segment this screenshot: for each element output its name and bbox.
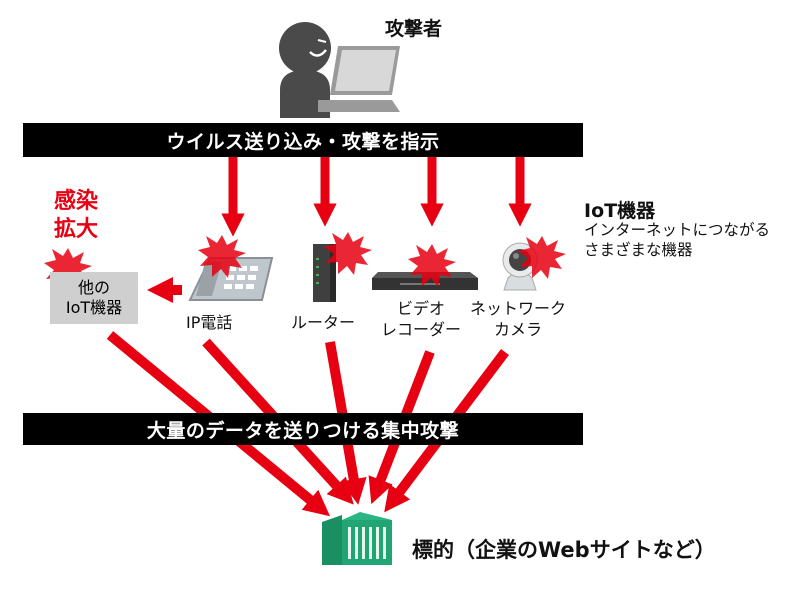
iot-note-title: IoT機器	[584, 200, 656, 222]
infection-spread-label: 感染 拡大	[54, 188, 98, 244]
device-label-video-recorder: ビデオ レコーダー	[381, 298, 461, 340]
attacker-label: 攻撃者	[385, 18, 443, 40]
command-bar: ウイルス送り込み・攻撃を指示	[23, 123, 583, 157]
burst-icon	[518, 236, 566, 279]
building-icon	[322, 512, 392, 565]
command-bar-text: ウイルス送り込み・攻撃を指示	[166, 130, 440, 153]
label-line: IP電話	[186, 313, 233, 332]
ddos-bar-text: 大量のデータを送りつける集中攻撃	[146, 419, 460, 442]
burst-icon	[44, 248, 92, 291]
iot-note-line-2: さまざまな機器	[584, 241, 693, 259]
label-line: ルーター	[291, 313, 356, 332]
burst-icon	[198, 235, 246, 278]
burst-icon	[408, 244, 456, 287]
label-line: ネットワーク	[470, 299, 567, 318]
command-arrows	[221, 157, 532, 237]
burst-icon	[324, 232, 372, 275]
spread-line-2: 拡大	[54, 217, 99, 242]
label-line: カメラ	[494, 320, 543, 339]
device-label-router: ルーター	[291, 312, 355, 333]
router-icon	[313, 244, 336, 302]
spread-line-1: 感染	[54, 189, 99, 214]
infection-bursts	[44, 232, 566, 291]
target-label: 標的（企業のWebサイトなど）	[412, 538, 716, 562]
label-line: レコーダー	[381, 320, 462, 339]
other-iot-line-1: 他の	[77, 278, 110, 297]
other-iot-box: 他の IoT機器	[50, 272, 138, 324]
label-line: ビデオ	[397, 299, 446, 318]
device-label-ip-phone: IP電話	[186, 312, 232, 333]
ddos-bar: 大量のデータを送りつける集中攻撃	[23, 413, 583, 445]
iot-note-line-1: インターネットにつながる	[584, 221, 771, 239]
iot-note-description: インターネットにつながる さまざまな機器	[584, 220, 770, 260]
attacker-with-laptop-icon	[279, 22, 400, 118]
device-label-network-camera: ネットワーク カメラ	[470, 298, 566, 340]
other-iot-line-2: IoT機器	[65, 298, 123, 317]
